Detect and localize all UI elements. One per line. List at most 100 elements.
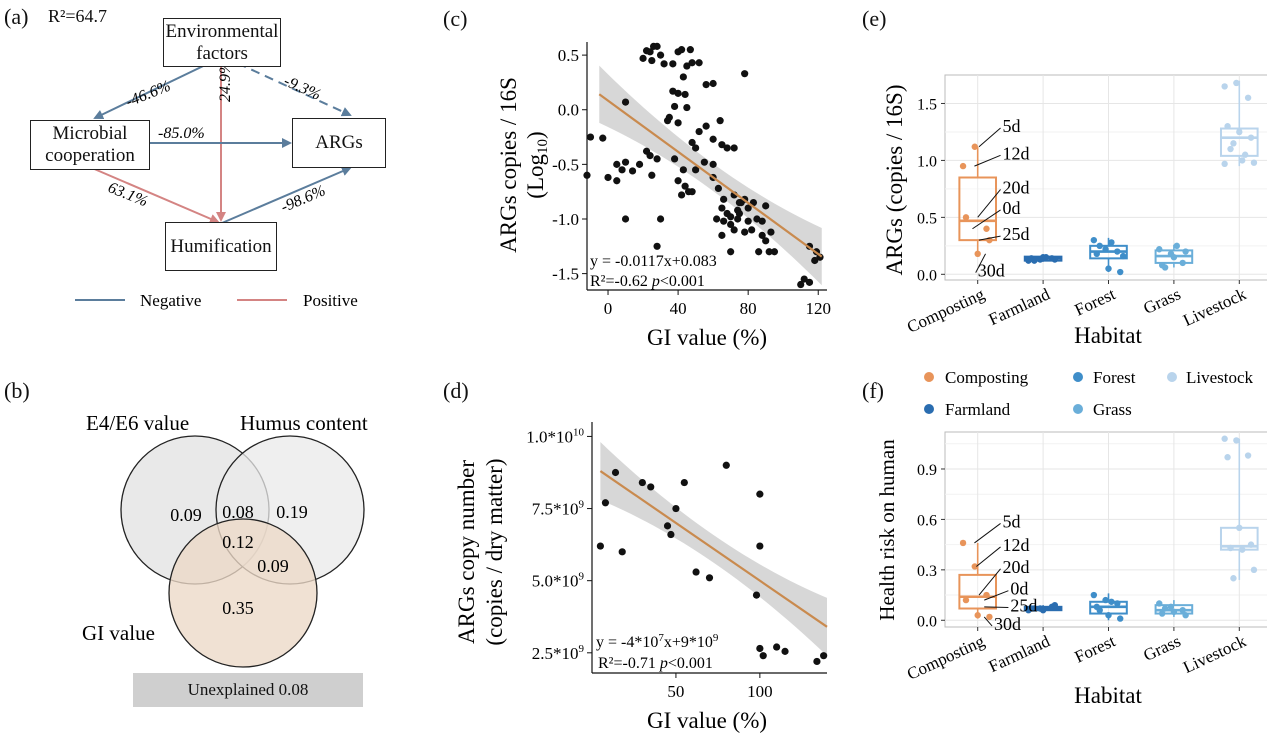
f-point — [962, 596, 970, 604]
f-point — [1221, 435, 1228, 442]
d-point — [680, 478, 688, 487]
c-point — [718, 141, 726, 149]
e-point — [1090, 236, 1098, 244]
f-point — [959, 539, 967, 547]
f-x-tick-label: Composting — [904, 631, 988, 684]
e-x-tick-label: Farmland — [986, 284, 1054, 329]
e-x-tick-label: Livestock — [1180, 284, 1249, 330]
legend-label-livestock: Livestock — [1186, 368, 1254, 387]
legend-label-grass: Grass — [1093, 400, 1132, 419]
e-y-tick-label: 1.0 — [917, 153, 937, 170]
edge-label-micro-args: -85.0% — [158, 125, 205, 142]
e-point — [1230, 140, 1237, 147]
f-point — [1247, 541, 1255, 548]
c-point — [599, 134, 607, 142]
d-eq-3: x+9*10 — [664, 634, 713, 651]
e-point — [1236, 128, 1243, 136]
d-y-tick-label: 2.5*109 — [532, 643, 585, 663]
f-annotation-leader — [983, 616, 993, 627]
f-point — [1158, 610, 1166, 617]
c-y-tick-label: -1.0 — [552, 210, 579, 229]
d-y-tick-exp: 9 — [579, 571, 585, 583]
f-point — [1031, 605, 1038, 612]
f-annotation-label: 0d — [1010, 579, 1028, 599]
legend-label-forest: Forest — [1093, 368, 1136, 387]
d-point — [638, 478, 646, 487]
f-y-tick-label: 0.9 — [917, 462, 937, 479]
c-point — [656, 215, 665, 223]
c-point — [727, 213, 735, 221]
c-fit-line — [598, 93, 823, 258]
f-annotation-leader — [984, 606, 1009, 608]
c-point — [716, 117, 724, 125]
c-point — [688, 138, 696, 147]
c-point — [730, 144, 738, 152]
venn-circle-gi — [168, 518, 318, 668]
f-annotation-label: 12d — [1003, 535, 1030, 555]
d-y-tick-label: 5.0*109 — [532, 571, 585, 591]
c-y-tick-label: -0.5 — [552, 155, 579, 174]
c-point — [653, 42, 661, 50]
d-y-tick-base: 2.5*10 — [532, 644, 579, 663]
d-y-tick-base: 7.5*10 — [532, 500, 579, 519]
node-humification: Humification — [165, 222, 277, 271]
c-point — [586, 133, 595, 141]
f-y-axis-label: Health risk on human — [875, 439, 899, 621]
c-point — [618, 166, 626, 174]
c-point — [718, 204, 726, 212]
d-y-axis-label-2: (copies / dry matter) — [482, 458, 507, 645]
d-point — [596, 542, 604, 550]
c-point — [758, 217, 766, 225]
e-y-tick-label: 1.5 — [917, 96, 937, 113]
panel-a-label: (a) — [4, 4, 29, 29]
c-point — [811, 256, 819, 265]
e-point — [1156, 246, 1163, 253]
d-p-label: p — [659, 655, 668, 672]
f-point — [1182, 612, 1189, 619]
e-point — [1179, 259, 1186, 267]
panel-d-label: (d) — [443, 378, 469, 403]
d-point — [756, 490, 764, 498]
c-point — [695, 59, 703, 67]
d-point — [672, 504, 680, 513]
d-y-tick-label: 1.0*1010 — [526, 426, 584, 446]
c-point — [762, 202, 770, 210]
d-point — [647, 483, 655, 491]
e-annotation-label: 5d — [1003, 116, 1021, 136]
c-point — [735, 209, 744, 218]
e-point — [1182, 248, 1189, 255]
f-point — [1167, 603, 1175, 611]
venn-label-gi: GI value — [82, 621, 155, 645]
e-point — [1250, 159, 1258, 166]
c-point — [744, 204, 752, 212]
e-point — [1241, 151, 1249, 158]
f-point — [1156, 600, 1163, 607]
c-point — [656, 51, 665, 59]
d-y-tick-base: 5.0*10 — [532, 572, 579, 591]
f-point — [986, 613, 993, 621]
c-point — [635, 160, 644, 168]
e-annotation-leader — [975, 253, 986, 273]
c-point — [674, 89, 682, 97]
legend-negative-label: Negative — [140, 291, 201, 310]
c-y-axis-label-2-sub: 10 — [535, 139, 551, 154]
c-y-tick-label: 0.0 — [558, 101, 579, 120]
d-point — [813, 657, 821, 666]
c-point — [734, 215, 742, 223]
c-point — [660, 60, 668, 68]
f-box — [958, 573, 998, 610]
f-point — [1161, 605, 1169, 612]
d-point — [781, 647, 789, 655]
e-point — [1221, 83, 1228, 90]
c-point — [692, 166, 700, 174]
venn-value-e4e6-humus: 0.08 — [222, 502, 254, 522]
c-point — [653, 155, 661, 163]
c-point — [730, 226, 738, 234]
f-annotation-label: 25d — [1010, 595, 1037, 615]
d-point — [820, 652, 828, 660]
e-point — [1102, 246, 1109, 253]
e-point — [971, 143, 978, 150]
c-point — [744, 217, 752, 225]
